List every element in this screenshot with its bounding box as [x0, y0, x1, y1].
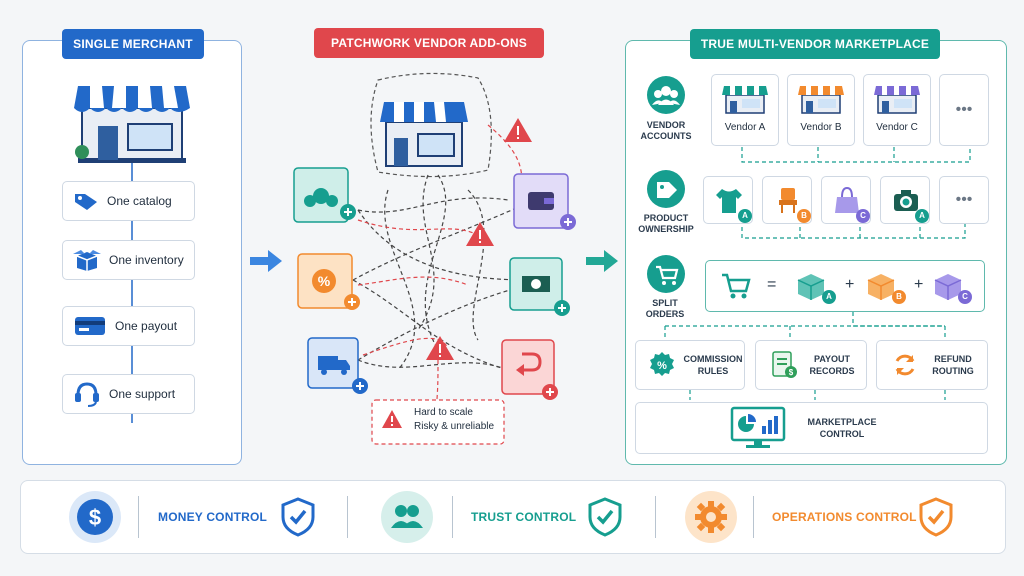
- svg-text:$: $: [789, 368, 794, 377]
- divider-3: [452, 496, 453, 538]
- product-ownership-icon: [647, 170, 685, 208]
- shield-check-icon-operations: [919, 497, 953, 537]
- commission-rules-label: COMMISSION RULES: [683, 354, 743, 376]
- vendor-c-tile[interactable]: Vendor C: [863, 74, 931, 146]
- shield-check-icon-money: [281, 497, 315, 537]
- svg-text:$: $: [89, 505, 101, 530]
- marketplace-connectors: [664, 147, 971, 400]
- box-icon: [73, 250, 101, 271]
- payout-records-box[interactable]: $ PAYOUT RECORDS: [755, 340, 867, 390]
- split-badge-c: C: [958, 290, 972, 304]
- more-products-tile[interactable]: •••: [939, 176, 989, 224]
- list-item-inventory: One inventory: [62, 240, 195, 280]
- camera-icon: [894, 190, 918, 211]
- divider-5: [753, 496, 754, 538]
- product-badge-c: C: [856, 209, 870, 223]
- patchwork-title: PATCHWORK VENDOR ADD-ONS: [314, 28, 544, 58]
- percent-icon: %: [650, 352, 674, 376]
- split-badge-a: A: [822, 290, 836, 304]
- refresh-icon: [895, 354, 915, 376]
- list-item-payout: One payout: [62, 306, 195, 346]
- vendor-a-label: Vendor A: [724, 122, 766, 133]
- commission-rules-box[interactable]: % COMMISSION RULES: [635, 340, 745, 390]
- more-icon-2: •••: [955, 191, 973, 208]
- product-ownership-label: PRODUCT OWNERSHIP: [638, 213, 694, 234]
- divider-4: [655, 496, 656, 538]
- svg-text:%: %: [318, 273, 331, 289]
- marketplace-control-label: MARKETPLACE CONTROL: [807, 417, 877, 439]
- package-a-icon: [797, 274, 825, 300]
- split-orders-icon: [647, 255, 685, 293]
- marketplace-title: TRUE MULTI-VENDOR MARKETPLACE: [690, 29, 940, 59]
- vendor-c-label: Vendor C: [876, 122, 918, 133]
- package-c-icon: [934, 274, 962, 300]
- more-icon: •••: [955, 101, 973, 118]
- gear-icon: [685, 491, 737, 543]
- tshirt-icon: [716, 189, 742, 213]
- headset-icon: [75, 382, 99, 407]
- product-bag-tile[interactable]: C: [821, 176, 871, 224]
- storefront-icon: [74, 86, 190, 163]
- warning-text-1: Hard to scale: [414, 407, 473, 418]
- split-orders-label: SPLIT ORDERS: [645, 298, 685, 319]
- payout-label: One payout: [115, 319, 178, 333]
- tag-icon: [75, 194, 97, 210]
- equals-sign: =: [767, 276, 777, 293]
- catalog-label: One catalog: [107, 194, 172, 208]
- plus-sign-1: +: [845, 276, 855, 293]
- trust-control-label: TRUST CONTROL: [471, 510, 577, 524]
- single-merchant-title: SINGLE MERCHANT: [62, 29, 204, 59]
- inventory-label: One inventory: [109, 253, 184, 267]
- product-chair-tile[interactable]: B: [762, 176, 812, 224]
- operations-control-label: OPERATIONS CONTROL: [772, 510, 917, 524]
- product-badge-b: B: [797, 209, 811, 223]
- monitor-chart-icon: [730, 406, 786, 448]
- svg-text:%: %: [657, 360, 667, 372]
- vendor-b-tile[interactable]: Vendor B: [787, 74, 855, 146]
- arrow-right-icon-2: [586, 250, 618, 272]
- vendor-accounts-label: VENDOR ACCOUNTS: [640, 120, 692, 141]
- divider-1: [138, 496, 139, 538]
- people-icon: [381, 491, 433, 543]
- arrow-right-icon: [250, 250, 282, 272]
- marketplace-control-box[interactable]: MARKETPLACE CONTROL: [635, 402, 988, 454]
- money-control-label: MONEY CONTROL: [158, 510, 268, 524]
- handbag-icon: [835, 186, 859, 213]
- vendor-accounts-icon: [647, 76, 685, 114]
- more-vendors-tile[interactable]: •••: [939, 74, 989, 146]
- plus-sign-2: +: [914, 276, 924, 293]
- warning-icon: [426, 118, 532, 360]
- support-label: One support: [109, 387, 176, 401]
- product-tshirt-tile[interactable]: A: [703, 176, 753, 224]
- vendor-b-label: Vendor B: [800, 122, 842, 133]
- vendor-a-tile[interactable]: Vendor A: [711, 74, 779, 146]
- cart-icon: [722, 273, 751, 299]
- product-camera-tile[interactable]: A: [880, 176, 930, 224]
- product-badge-a: A: [738, 209, 752, 223]
- receipt-icon: $: [772, 351, 797, 378]
- patchwork-diagram: %: [293, 72, 576, 445]
- bottom-controls-bar: [20, 480, 1006, 554]
- payout-records-label: PAYOUT RECORDS: [809, 354, 855, 376]
- split-badge-b: B: [892, 290, 906, 304]
- product-badge-a2: A: [915, 209, 929, 223]
- refund-routing-box[interactable]: REFUND ROUTING: [876, 340, 988, 390]
- package-b-icon: [867, 274, 895, 300]
- warning-text-2: Risky & unreliable: [414, 421, 495, 432]
- dollar-icon: $: [69, 491, 121, 543]
- list-item-support: One support: [62, 374, 195, 414]
- chair-icon: [779, 188, 797, 213]
- divider-2: [347, 496, 348, 538]
- card-icon: [75, 317, 105, 335]
- shield-check-icon-trust: [588, 497, 622, 537]
- list-item-catalog: One catalog: [62, 181, 195, 221]
- refund-routing-label: REFUND ROUTING: [932, 354, 974, 376]
